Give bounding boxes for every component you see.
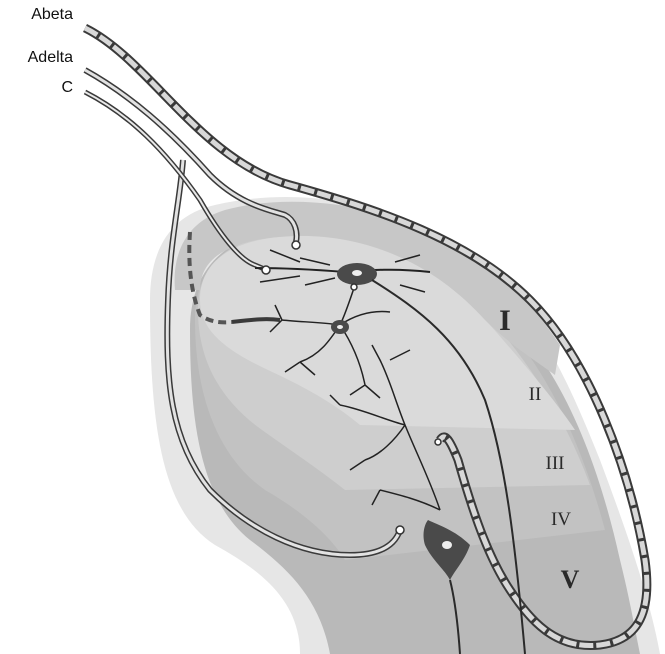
- label-lamina-iv: IV: [551, 509, 571, 530]
- label-lamina-iii: III: [546, 453, 565, 474]
- label-c: C: [61, 79, 73, 96]
- label-adelta: Adelta: [28, 49, 73, 66]
- label-lamina-ii: II: [529, 384, 542, 405]
- label-abeta: Abeta: [31, 6, 73, 23]
- label-lamina-i: I: [499, 304, 511, 337]
- label-lamina-v: V: [561, 565, 580, 594]
